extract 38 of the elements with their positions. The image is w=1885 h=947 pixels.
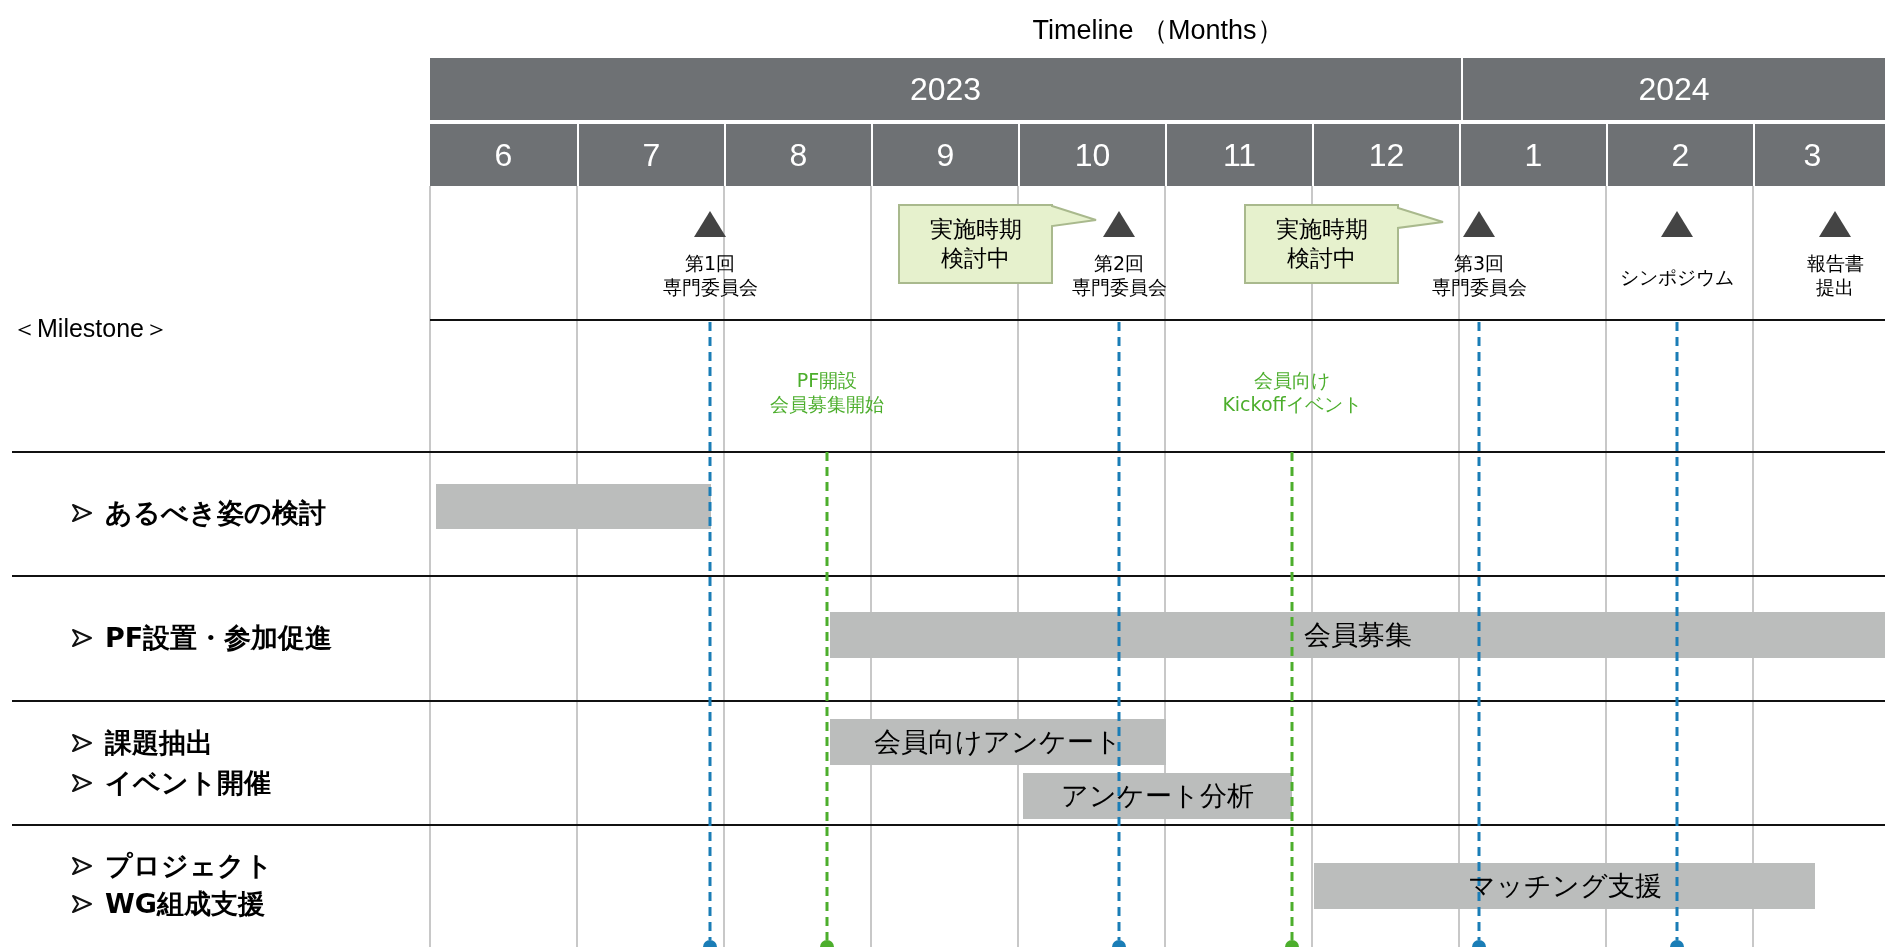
- month-header: 3: [1755, 124, 1885, 186]
- milestone-label: 第2回専門委員会: [1071, 252, 1167, 300]
- year-header: 2024: [1463, 58, 1885, 120]
- callout-text: 実施時期検討中: [928, 215, 1023, 273]
- month-header: 11: [1167, 124, 1312, 186]
- month-header: 1: [1461, 124, 1606, 186]
- milestone-label: 第3回専門委員会: [1431, 252, 1527, 300]
- task-category-label: 課題抽出: [105, 726, 213, 760]
- task-category-label: PF設置・参加促進: [105, 621, 333, 655]
- chart-title: Timeline （Months）: [1032, 14, 1284, 47]
- task-bar: [1023, 773, 1292, 819]
- event-label: 会員向けKickoffイベント: [1222, 369, 1362, 417]
- month-header: 7: [579, 124, 724, 186]
- task-category-label: イベント開催: [105, 766, 271, 800]
- task-category-label: あるべき姿の検討: [105, 496, 326, 530]
- bar-label: 会員向けアンケート: [874, 725, 1122, 759]
- task-bar: [830, 612, 1885, 658]
- task-bar: [1314, 863, 1815, 909]
- year-header: 2023: [430, 58, 1461, 120]
- milestone-label: 報告書提出: [1806, 252, 1864, 300]
- task-category-label: プロジェクト: [105, 849, 273, 883]
- month-header: 12: [1314, 124, 1459, 186]
- month-header: 9: [873, 124, 1018, 186]
- task-category-label: WG組成支援: [105, 887, 265, 921]
- callout-text: 実施時期検討中: [1274, 215, 1369, 273]
- milestone-label: シンポジウム: [1620, 266, 1734, 290]
- month-header: 6: [430, 124, 577, 186]
- month-header: 2: [1608, 124, 1753, 186]
- task-bar: [436, 484, 711, 529]
- section-label: ＜Milestone＞: [12, 313, 169, 344]
- bar-label: マッチング支援: [1467, 869, 1662, 903]
- bar-label: アンケート分析: [1061, 779, 1254, 813]
- month-header: 10: [1020, 124, 1165, 186]
- task-bar: [830, 719, 1166, 765]
- milestone-label: 第1回専門委員会: [662, 252, 758, 300]
- event-label: PF開設会員募集開始: [770, 369, 884, 417]
- bar-label: 会員募集: [1303, 618, 1412, 652]
- month-header: 8: [726, 124, 871, 186]
